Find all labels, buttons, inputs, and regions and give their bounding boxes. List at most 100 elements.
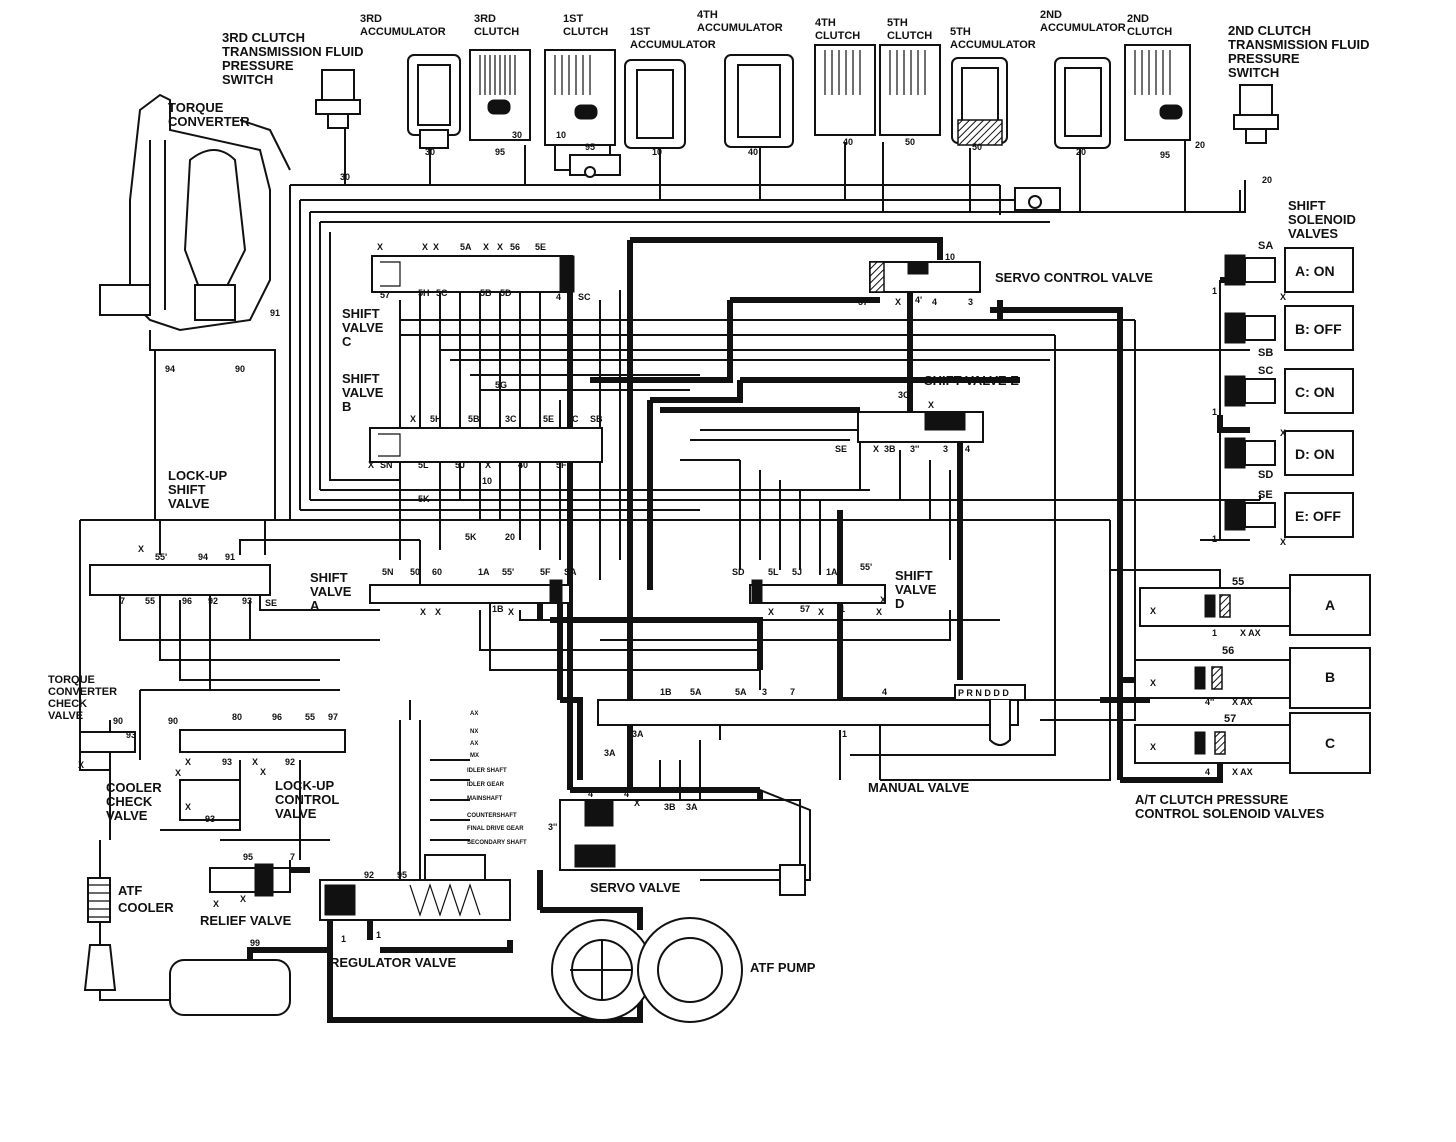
svg-text:B: OFF: B: OFF — [1295, 321, 1342, 337]
atf-pump-label: ATF PUMP — [750, 960, 816, 975]
clutch-1st — [544, 49, 621, 178]
svg-text:X: X — [420, 607, 426, 617]
svg-text:95: 95 — [243, 852, 253, 862]
svg-text:55: 55 — [305, 712, 315, 722]
svg-text:5D: 5D — [500, 288, 512, 298]
svg-text:93: 93 — [222, 757, 232, 767]
lockup-control-valve-body — [179, 729, 346, 821]
svg-text:5A: 5A — [735, 687, 747, 697]
svg-text:10: 10 — [945, 252, 955, 262]
svg-text:1: 1 — [1212, 286, 1217, 296]
svg-text:AX: AX — [470, 711, 478, 717]
svg-text:A: ON: A: ON — [1295, 263, 1335, 279]
clutch-pressure-solenoid-group — [1134, 574, 1371, 774]
shaft-labels: AX NX AX MX IDLER SHAFT IDLER GEAR MAINS… — [467, 711, 527, 846]
svg-text:50: 50 — [410, 567, 420, 577]
svg-text:3C: 3C — [898, 390, 910, 400]
clutch-solenoid-c — [1134, 712, 1371, 774]
svg-text:MAINSHAFT: MAINSHAFT — [467, 796, 503, 802]
svg-text:X: X — [368, 460, 374, 470]
svg-text:50: 50 — [905, 137, 915, 147]
svg-text:20: 20 — [1195, 140, 1205, 150]
svg-text:55': 55' — [502, 567, 514, 577]
svg-text:5B: 5B — [468, 414, 480, 424]
svg-text:X: X — [483, 242, 489, 252]
atf-pump-body — [551, 917, 743, 1023]
svg-text:SECONDARY SHAFT: SECONDARY SHAFT — [467, 840, 527, 846]
shift-solenoid-labels: SA A: ON SB B: OFF SC C: ON SD D: ON SE … — [1258, 240, 1342, 524]
servo-valve-body — [559, 789, 811, 896]
svg-text:5H: 5H — [418, 288, 430, 298]
svg-text:X: X — [818, 607, 824, 617]
svg-text:1: 1 — [840, 604, 845, 614]
svg-text:X: X — [1280, 292, 1286, 302]
svg-text:X: X — [410, 414, 416, 424]
svg-text:30: 30 — [340, 172, 350, 182]
svg-text:50: 50 — [972, 142, 982, 152]
svg-text:57: 57 — [800, 604, 810, 614]
svg-text:SD: SD — [732, 567, 745, 577]
svg-text:4: 4 — [965, 444, 970, 454]
svg-text:4: 4 — [882, 687, 887, 697]
svg-text:40: 40 — [518, 460, 528, 470]
svg-text:X: X — [252, 757, 258, 767]
svg-text:X: X — [175, 768, 181, 778]
svg-text:FINAL DRIVE GEAR: FINAL DRIVE GEAR — [467, 826, 524, 832]
clutch-2nd — [1124, 44, 1191, 141]
svg-text:55': 55' — [860, 562, 872, 572]
accumulator-1st — [624, 59, 686, 149]
svg-text:5L: 5L — [418, 460, 429, 470]
clutch-5th — [879, 44, 941, 136]
port-labels: 30 30 95 30 10 95 10 40 40 50 50 20 95 2… — [78, 130, 1286, 948]
shift-valve-d-body — [749, 579, 886, 604]
svg-text:95: 95 — [397, 870, 407, 880]
shift-solenoid-d — [1224, 430, 1354, 476]
svg-text:X: X — [880, 595, 886, 605]
clutch3-pressure-switch — [315, 69, 361, 129]
thin-fluid-lines — [79, 128, 1261, 1001]
svg-text:5K: 5K — [465, 532, 477, 542]
svg-text:SD: SD — [1258, 469, 1273, 481]
shift-solenoid-c — [1224, 368, 1354, 414]
svg-text:X: X — [78, 760, 84, 770]
svg-text:5J: 5J — [792, 567, 802, 577]
shift-valve-e-body — [857, 411, 984, 443]
svg-text:3A: 3A — [604, 748, 616, 758]
svg-text:SC: SC — [578, 292, 591, 302]
tc-check-valve-body — [79, 731, 136, 753]
svg-text:X: X — [185, 757, 191, 767]
svg-text:X: X — [1150, 678, 1156, 688]
shift-valve-c-body — [371, 255, 575, 293]
clutch-solenoid-labels: 55 A 56 B 57 C — [1222, 576, 1335, 751]
svg-text:SB: SB — [590, 414, 603, 424]
svg-text:SC: SC — [1258, 365, 1273, 377]
svg-text:3: 3 — [943, 444, 948, 454]
svg-text:5B: 5B — [480, 288, 492, 298]
svg-text:95: 95 — [585, 142, 595, 152]
lockup-shift-valve-box — [154, 349, 276, 521]
svg-text:IDLER GEAR: IDLER GEAR — [467, 782, 505, 788]
svg-text:57: 57 — [380, 290, 390, 300]
shift-solenoid-e — [1224, 492, 1354, 538]
svg-text:40: 40 — [748, 147, 758, 157]
svg-text:1: 1 — [376, 930, 381, 940]
svg-text:91: 91 — [270, 308, 280, 318]
svg-text:X: X — [433, 242, 439, 252]
svg-text:5L: 5L — [768, 567, 779, 577]
svg-text:94: 94 — [198, 552, 208, 562]
svg-text:5C: 5C — [436, 288, 448, 298]
svg-text:X: X — [928, 400, 934, 410]
svg-text:4: 4 — [1205, 767, 1210, 777]
svg-text:30: 30 — [512, 130, 522, 140]
svg-text:X: X — [485, 460, 491, 470]
